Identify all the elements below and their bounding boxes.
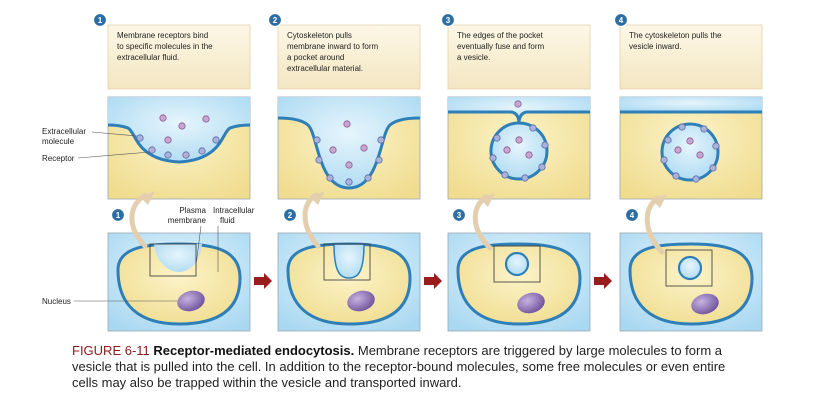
vesicle [660,122,720,182]
zoom-arrowhead [652,194,667,208]
cell-panel-2 [277,232,421,332]
receptor-molecules [313,136,385,186]
nucleus [347,290,375,312]
figure-title: Receptor-mediated endocytosis. [153,343,355,358]
zoom-arrowhead [480,193,495,207]
zoom-panel-3 [447,96,591,200]
step-box-2: Cytoskeleton pulls membrane inward to fo… [277,24,421,90]
step-circle-bottom-2: 2 [282,207,298,223]
sequence-arrow-3 [594,273,612,289]
zoom-arrowheads [140,191,667,208]
label-receptor: Receptor [42,151,151,163]
step-circle-top-1: 1 [92,12,108,28]
label-text: molecule [42,137,75,146]
receptor-molecules [660,123,720,183]
label-text: Plasma [179,206,206,215]
step-number: 3 [446,16,451,25]
step-circle-bottom-3: 3 [451,207,467,223]
step-text-line: eventually fuse and form [457,42,544,51]
step-circle-top-4: 4 [613,12,629,28]
step-text-line: The cytoskeleton pulls the [629,31,722,40]
step-number: 2 [288,211,293,220]
nucleus [177,290,205,312]
label-text: Nucleus [42,297,71,306]
zoom-frame [493,245,541,283]
step-text-line: a vesicle. [457,53,490,62]
step-number: 2 [273,16,278,25]
extracellular-molecules [159,114,210,144]
step-circle-bottom-1: 1 [110,207,126,223]
step-circle-bottom-4: 4 [624,207,640,223]
figure-caption: FIGURE 6-11 Receptor-mediated endocytosi… [72,343,752,391]
figure-caption-body: Membrane receptors are triggered by larg… [72,343,726,390]
cell-panel-3 [447,232,591,332]
extracellular-molecules [674,137,704,159]
step-text-line: extracellular fluid. [117,53,179,62]
nucleus [517,292,545,314]
step-box-3: The edges of the pocket eventually fuse … [447,24,591,90]
sequence-arrow-1 [254,273,272,289]
step-number: 3 [457,211,462,220]
zoom-panel-2 [277,96,421,200]
zoom-arrowhead [310,191,325,205]
label-plasma-membrane: Plasma membrane [168,206,207,266]
label-intracellular-fluid: Intracellular fluid [213,206,255,272]
plasma-membrane [277,116,421,190]
leader-line [77,151,151,159]
zoom-frame [665,249,713,287]
step-box-bg [107,24,251,90]
step-box-1: Membrane receptors bind to specific mole… [107,24,251,90]
zoom-frame [323,243,371,281]
cell-body [628,242,754,326]
label-nucleus: Nucleus [42,297,177,306]
receptor-molecules [489,124,549,182]
vesicle [489,121,549,181]
figure-number: FIGURE 6-11 [72,343,150,358]
step-text-line: membrane inward to form [287,42,378,51]
vesicle [504,251,530,277]
step-text-line: a pocket around [287,53,344,62]
label-text: membrane [168,216,207,225]
leader-line [91,131,138,137]
step-number: 4 [619,16,624,25]
vesicle [677,255,703,281]
sequence-arrows [254,273,612,289]
zoom-frame [149,243,197,277]
zoom-arrowhead [140,191,155,205]
leader-line [195,225,202,266]
sequence-arrow-2 [424,273,442,289]
step-text-line: vesicle inward. [629,42,681,51]
extracellular-molecules [329,120,368,169]
plasma-membrane [107,123,251,164]
cell-panel-4 [619,232,763,332]
step-number: 1 [116,211,121,220]
zoom-panel-1 [107,96,251,200]
step-box-4: The cytoskeleton pulls the vesicle inwar… [619,24,763,90]
step-text-line: extracellular material. [287,64,363,73]
step-text-line: to specific molecules in the [117,42,213,51]
cell-body [286,242,412,326]
cell-panel-1 [107,232,251,332]
step-box-bg [619,24,763,90]
label-text: Receptor [42,154,75,163]
label-text: fluid [220,216,235,225]
step-number: 4 [630,211,635,220]
step-circle-top-2: 2 [267,12,283,28]
step-box-bg [277,24,421,90]
step-number: 1 [98,16,103,25]
extracellular-molecules [503,100,533,159]
cell-body [456,242,582,326]
step-text-line: The edges of the pocket [457,31,544,40]
step-text-line: Membrane receptors bind [117,31,208,40]
label-extracellular-molecule: Extracellular molecule [42,127,138,146]
label-text: Extracellular [42,127,86,136]
step-circle-top-3: 3 [440,12,456,28]
zoom-panel-4 [619,96,763,200]
step-box-bg [447,24,591,90]
label-text: Intracellular [213,206,255,215]
receptor-molecules [136,134,220,159]
nucleus [691,293,719,315]
step-text-line: Cytoskeleton pulls [287,31,352,40]
